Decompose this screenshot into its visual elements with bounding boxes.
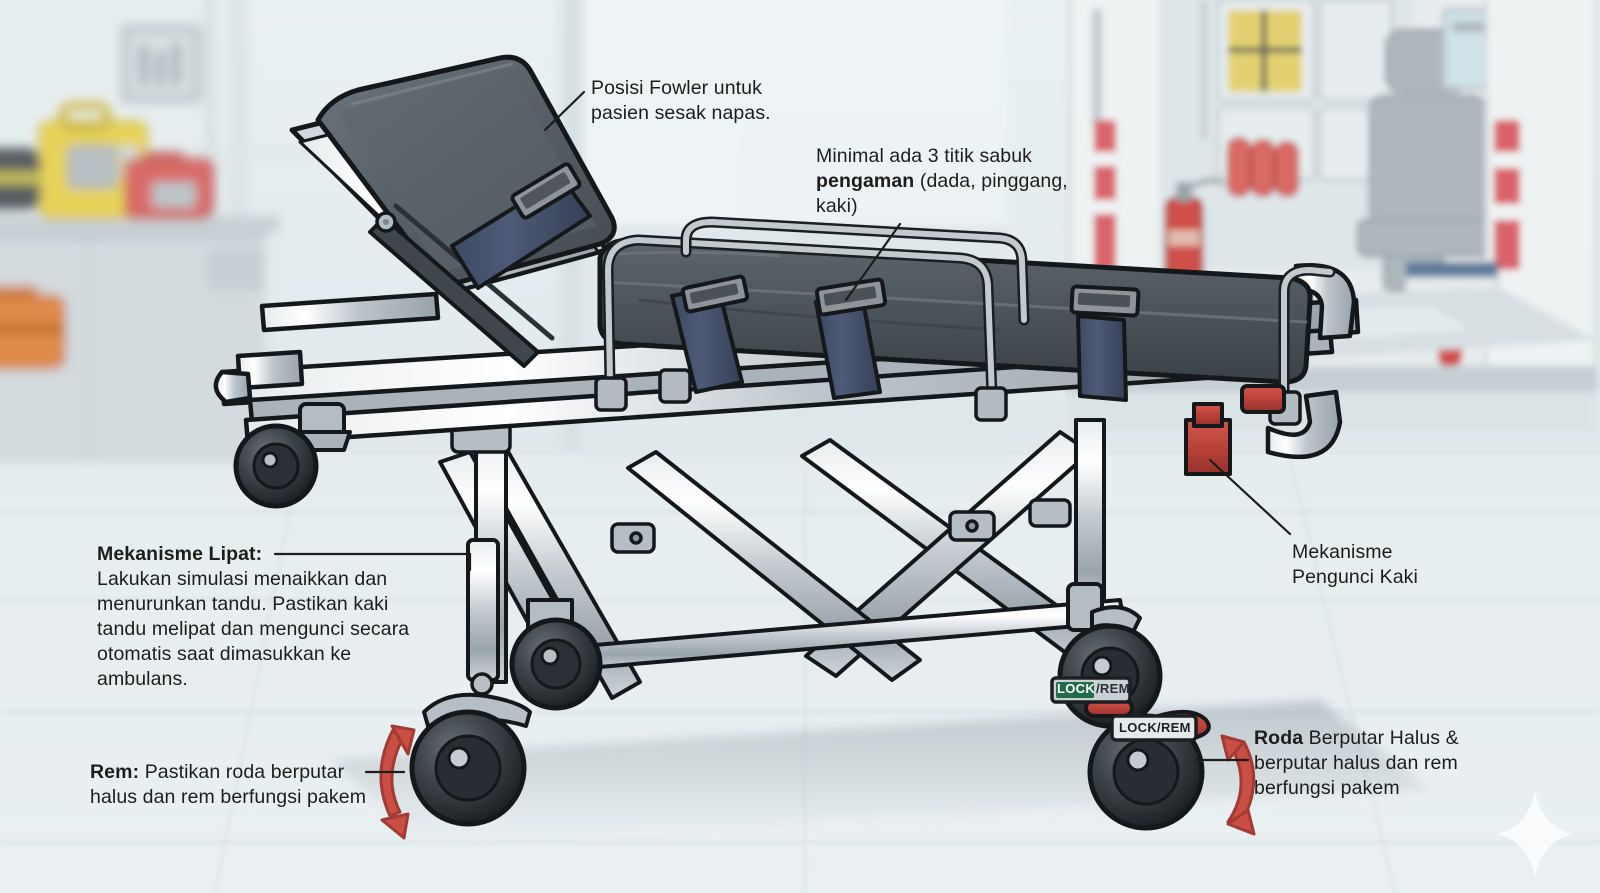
mattress-main — [597, 237, 1313, 385]
annotation-wheels-bold: Roda — [1254, 727, 1304, 749]
annotation-fowler-line1: Posisi Fowler untuk — [591, 77, 762, 99]
lock-badge-front — [1110, 714, 1198, 742]
annotation-brake-line1: Rem: Pastikan roda berputar — [90, 760, 390, 785]
annotation-belts-line1: Minimal ada 3 titik sabuk — [816, 145, 1033, 167]
caster-mid-left — [509, 598, 603, 711]
annotation-wheels-line3: berfungsi pakem — [1254, 776, 1400, 799]
side-rail-upper — [680, 216, 1030, 326]
annotation-fold-body: Lakukan simulasi menaikkan dan menurunka… — [97, 567, 410, 690]
annotation-brake-line2: halus dan rem berfungsi pakem — [90, 785, 367, 808]
annotation-fowler-line2: pasien sesak napas. — [591, 101, 771, 124]
strap-chest — [450, 162, 592, 290]
leader-belts — [844, 222, 902, 302]
annotation-brake: Rem: Pastikan roda berputar halus dan re… — [90, 760, 390, 810]
foot-lock-mechanism — [1184, 384, 1286, 476]
annotation-belts-line2: pengaman (dada, pinggang, — [816, 169, 1068, 194]
lock-badge-front-text: LOCK/REM — [1119, 720, 1191, 735]
annotation-belts: Minimal ada 3 titik sabuk pengaman (dada… — [816, 144, 1068, 219]
annotation-foot-lock: Mekanisme Pengunci Kaki — [1292, 540, 1418, 590]
leader-fowler — [543, 90, 586, 132]
annotation-wheels-line2: berputar halus dan rem — [1254, 751, 1458, 774]
annotation-fold-heading-text: Mekanisme Lipat: — [97, 543, 263, 565]
annotation-brake-bold: Rem: — [90, 761, 140, 783]
annotation-wheels-line1: Roda Berputar Halus & — [1254, 726, 1484, 751]
driver-seat — [1356, 28, 1500, 292]
caster-rear-right-upper — [1057, 582, 1163, 729]
annotation-fold-heading: Mekanisme Lipat: — [97, 542, 437, 567]
rail-sockets — [594, 368, 1302, 426]
annotation-fowler: Posisi Fowler untuk pasien sesak napas. — [591, 76, 771, 126]
bag-orange — [0, 286, 66, 370]
side-rail-head — [602, 234, 998, 402]
annotation-foot-lock-line1: Mekanisme — [1292, 541, 1393, 563]
caster-rear-left — [233, 402, 352, 509]
swivel-arrow-left — [379, 724, 416, 840]
side-rail-foot — [1278, 264, 1336, 406]
strap-waist — [670, 274, 750, 394]
annotation-fold: Mekanisme Lipat: Lakukan simulasi menaik… — [97, 542, 437, 692]
lock-badge-rear-green-text: LOCK — [1057, 681, 1096, 696]
annotation-wheels-rest: Berputar Halus & — [1303, 727, 1459, 749]
leader-foot-lock — [1208, 458, 1292, 536]
annotation-brake-rest: Pastikan roda berputar — [139, 761, 345, 783]
lock-badge-rear — [1050, 676, 1132, 704]
annotation-belts-rest: (dada, pinggang, — [914, 169, 1068, 192]
caster-front-left — [409, 538, 532, 827]
sparkle-icon — [1497, 790, 1573, 878]
bag-red — [124, 152, 214, 220]
strap-chest-mid — [814, 277, 888, 400]
counter-and-equipment — [0, 102, 280, 463]
annotation-belts-bold: pengaman — [816, 169, 915, 192]
annotation-belts-line3: kaki) — [816, 194, 858, 217]
annotation-wheels: Roda Berputar Halus & berputar halus dan… — [1254, 726, 1484, 801]
cabinet-contents — [1227, 10, 1302, 197]
swivel-arrow-right — [1220, 734, 1256, 836]
annotation-foot-lock-line2: Pengunci Kaki — [1292, 565, 1418, 588]
lock-badge-rear-grey-text: /REM — [1096, 681, 1130, 696]
strap-legs — [1069, 284, 1141, 402]
